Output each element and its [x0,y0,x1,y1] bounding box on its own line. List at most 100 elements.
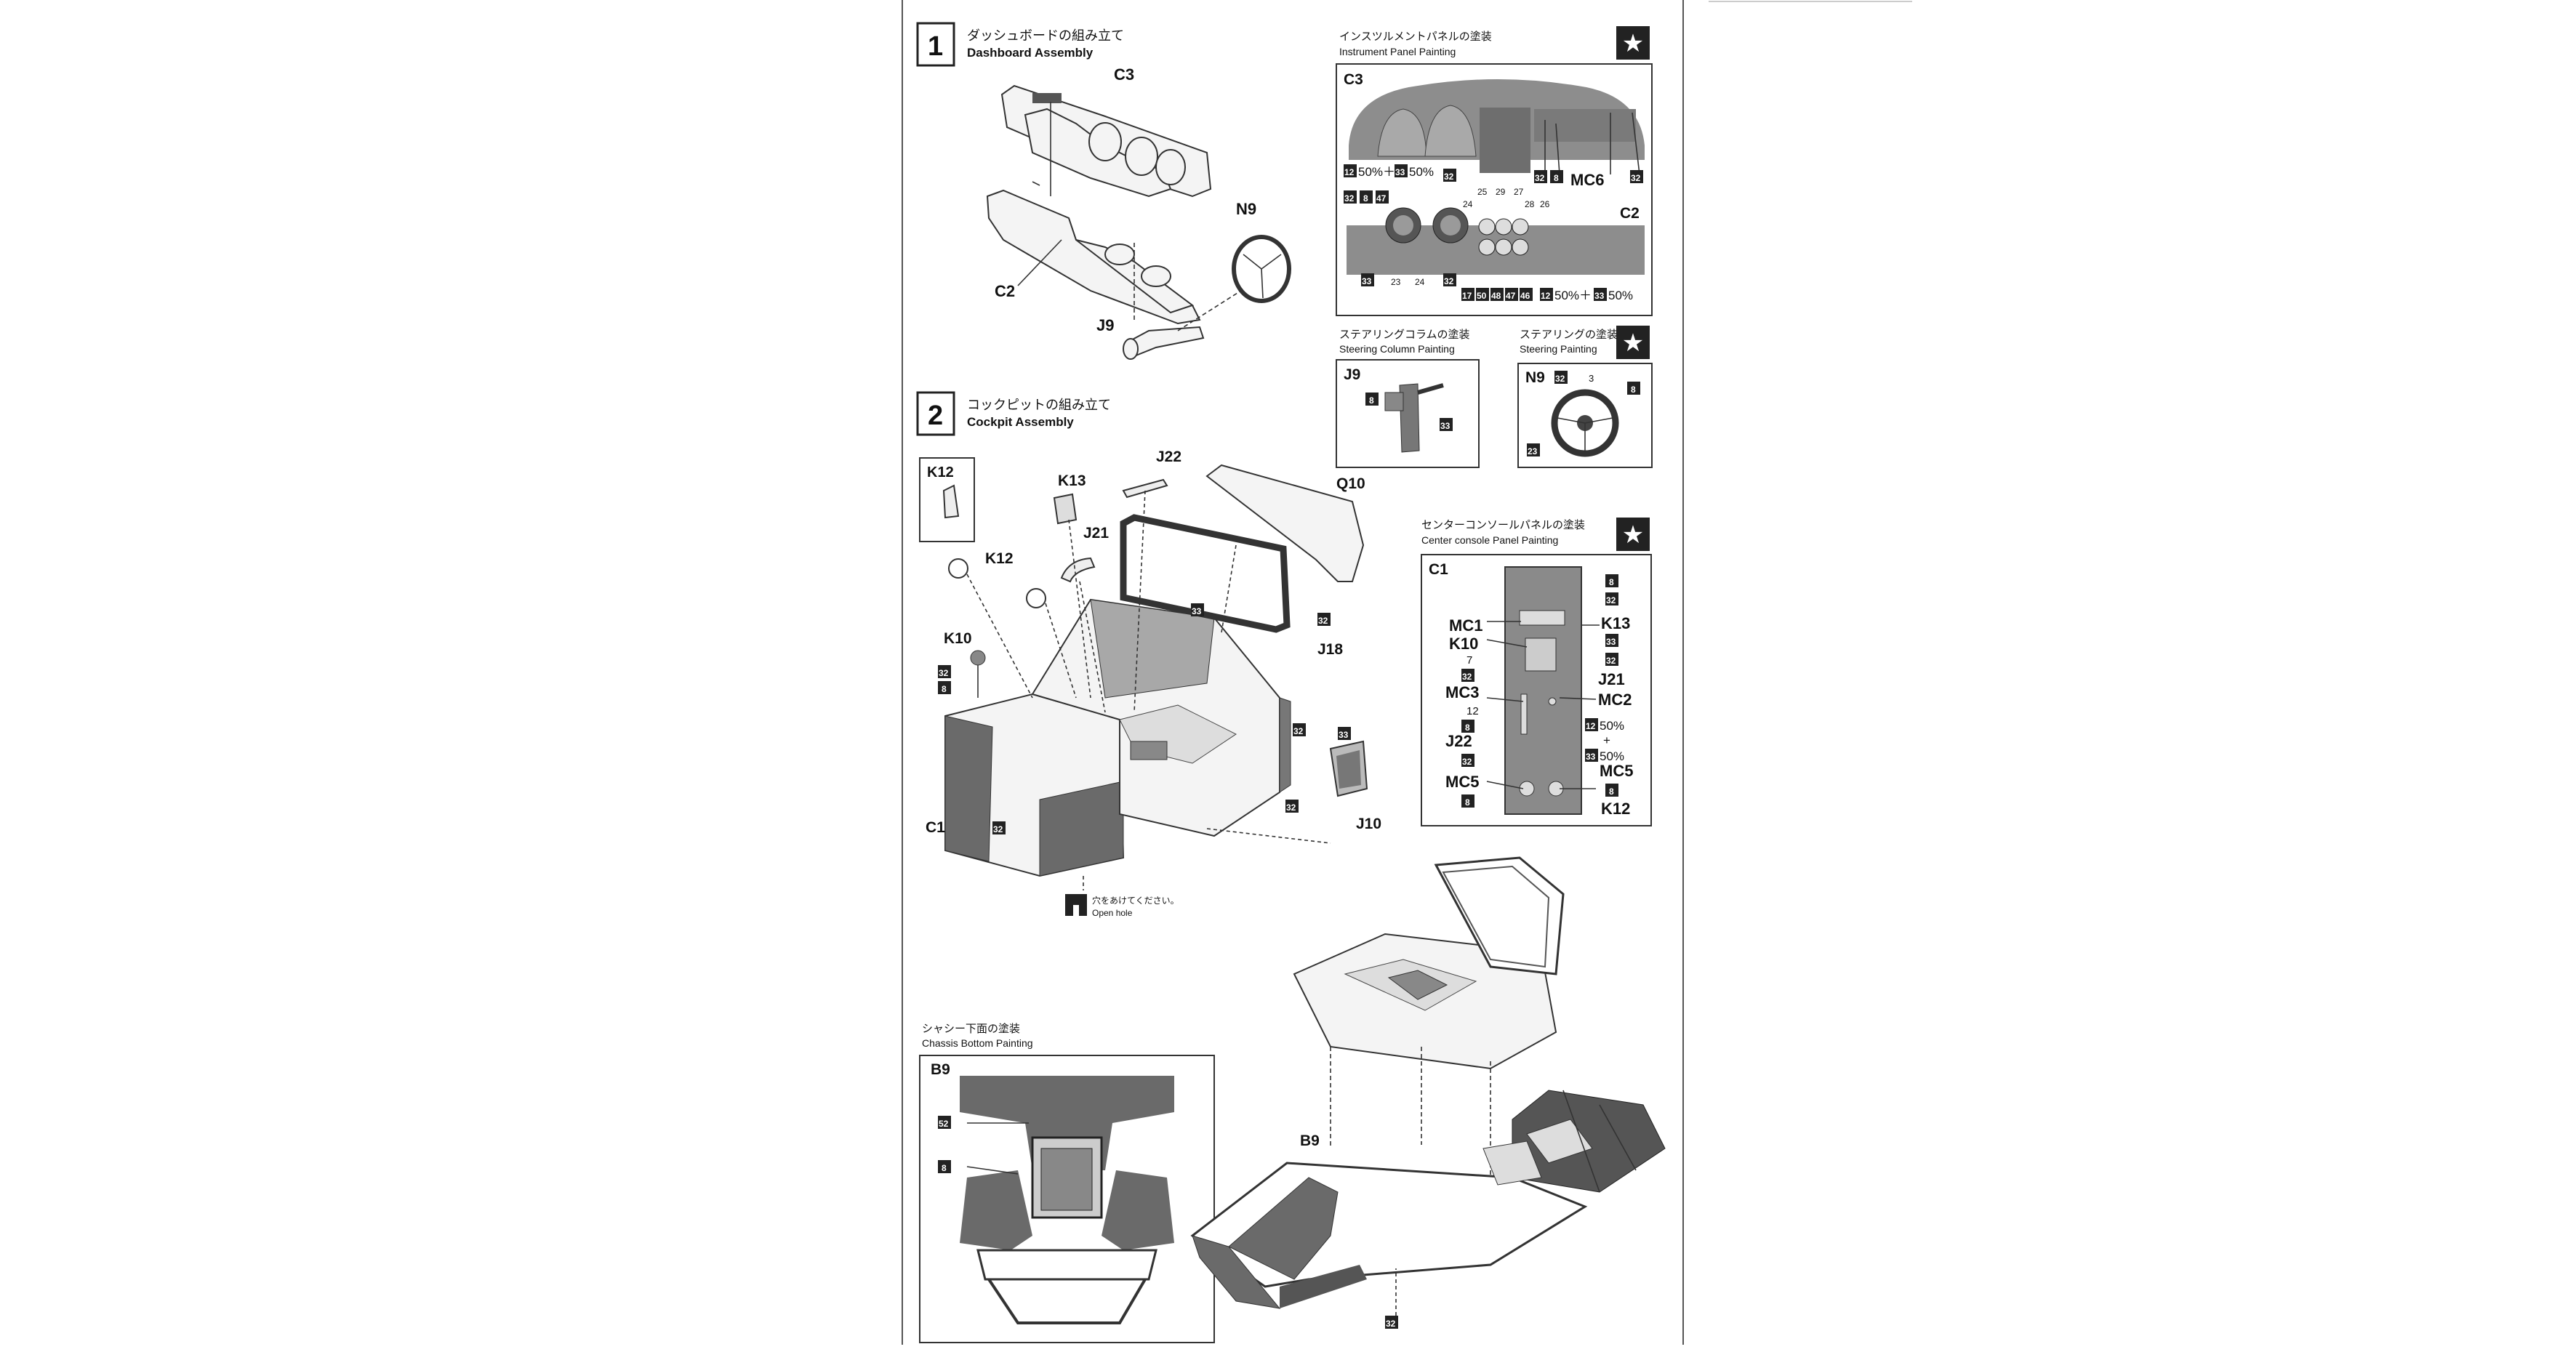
ip-code-24-a: 24 [1415,277,1425,287]
svg-text:12: 12 [1586,721,1596,731]
ip-tag-33-bottom: 33 [1594,288,1607,301]
cp-tag-32-c: 32 [1293,723,1306,736]
cc-plus: + [1603,733,1610,747]
cc-tag-33-b: 33 [1585,749,1598,762]
steering-column-title-en: Steering Column Painting [1339,343,1455,355]
part-c2-label: C2 [995,282,1015,300]
svg-text:8: 8 [1609,577,1614,587]
ip-tag-33-top: 33 [1395,164,1408,177]
ip-code-29: 29 [1496,187,1506,197]
svg-text:32: 32 [1535,173,1545,183]
part-k10-label: K10 [944,630,972,647]
ca-part-label: B9 [1300,1132,1320,1149]
svg-text:32: 32 [1318,616,1328,626]
ip-code-23: 23 [1391,277,1401,287]
ip-c3-label: C3 [1344,71,1363,88]
steering-title-jp: ステアリングの塗装 [1520,328,1618,341]
svg-text:12: 12 [1344,167,1355,177]
svg-text:8: 8 [1554,173,1559,183]
sc-part-label: J9 [1344,366,1360,383]
st-tag-23: 23 [1527,443,1540,456]
ip-tag-32-c: 32 [1630,170,1643,183]
part-j18-label: J18 [1317,641,1343,658]
svg-text:8: 8 [1609,786,1614,797]
svg-text:32: 32 [1555,374,1565,384]
ip-tag-32-d: 32 [1344,190,1357,204]
steering-column-box: ステアリングコラムの塗装 Steering Column Painting [1336,328,1480,468]
svg-text:8: 8 [1465,797,1470,808]
k12-inset-part [942,484,960,519]
cc-code-12: 12 [1466,705,1479,717]
svg-text:32: 32 [1444,276,1454,286]
open-hole-note: 穴をあけてください。 Open hole [1065,894,1179,918]
star-icon-2: ★ [1622,329,1644,357]
svg-text:33: 33 [1594,291,1605,301]
chassis-bottom-title-jp: シャシー下面の塗装 [922,1022,1020,1035]
cc-tag-32-a: 32 [1605,592,1618,605]
cp-tag-32-a: 32 [938,665,951,678]
svg-text:52: 52 [939,1119,949,1129]
ip-tag-32-e: 32 [1443,273,1456,286]
cp-tag-33-a: 33 [1191,603,1204,616]
cc-mc5: MC5 [1445,773,1479,791]
cc-tag-33-a: 33 [1605,634,1618,647]
step-1-header: 1 ダッシュボードの組み立て Dashboard Assembly [916,22,1124,67]
cc-part-label: C1 [1429,561,1448,578]
svg-text:32: 32 [1444,172,1454,182]
instruction-sheet [902,0,1684,1345]
cc-tag-12: 12 [1585,718,1598,731]
cp-tag-32-e: 32 [1285,800,1299,813]
cp-tag-33-b: 33 [1338,727,1351,740]
ip-code-24-b: 24 [1463,199,1473,209]
ip-tag-33-b: 33 [1361,273,1374,286]
step-2-title-jp: コックピットの組み立て [967,398,1111,412]
part-j9-label: J9 [1096,316,1114,334]
cockpit-drawing [944,464,1368,890]
cc-tag-8-b: 8 [1461,720,1474,733]
svg-text:47: 47 [1506,291,1516,301]
svg-text:50: 50 [1477,291,1487,301]
ip-tag-17: 17 [1461,288,1474,301]
chassis-assembly-drawing [1190,856,1666,1316]
ip-code-25: 25 [1477,187,1488,197]
ip-code-28: 28 [1525,199,1535,209]
ip-mix-top-b: 50% [1409,165,1434,179]
svg-text:8: 8 [1631,385,1636,395]
open-hole-jp: 穴をあけてください。 [1092,895,1179,906]
step-2-title-en: Cockpit Assembly [967,415,1074,429]
svg-text:32: 32 [939,668,949,678]
cc-mc1: MC1 [1449,616,1482,635]
ip-tag-12-top: 12 [1344,164,1357,177]
ip-tag-8-a: 8 [1550,170,1563,183]
part-j22-label: J22 [1156,448,1181,465]
svg-text:32: 32 [1606,595,1616,605]
svg-text:8: 8 [1465,723,1470,733]
steering-box: ステアリングの塗装 Steering Painting ★ [1517,326,1653,468]
part-j10-label: J10 [1356,816,1381,832]
ca-tag-32: 32 [1385,1316,1398,1329]
instrument-panel-title-en: Instrument Panel Painting [1339,46,1456,57]
cc-tag-8-a: 8 [1605,574,1618,587]
ip-tag-47-b: 47 [1505,288,1518,301]
instrument-panel-title-jp: インスツルメントパネルの塗装 [1339,30,1492,43]
dashboard-drawing [986,84,1291,360]
ip-c2-label: C2 [1620,205,1640,222]
svg-text:32: 32 [993,824,1003,834]
svg-text:12: 12 [1541,291,1551,301]
cc-tag-8-c: 8 [1461,794,1474,808]
steering-title-en: Steering Painting [1520,343,1597,355]
ip-tag-46: 46 [1520,288,1533,301]
svg-text:17: 17 [1462,291,1472,301]
part-k12-label: K12 [985,550,1014,567]
st-tag-8: 8 [1627,382,1640,395]
svg-text:32: 32 [1462,672,1472,682]
svg-text:23: 23 [1528,446,1538,456]
instrument-panel-box: インスツルメントパネルの塗装 Instrument Panel Painting… [1336,26,1653,316]
svg-text:8: 8 [1363,193,1368,204]
svg-text:32: 32 [1344,193,1355,204]
cb-tag-52: 52 [938,1116,951,1129]
chassis-bottom-title-en: Chassis Bottom Painting [922,1037,1033,1049]
ip-tag-8-b: 8 [1360,190,1373,204]
ip-mix-top: 50%＋ [1358,165,1395,179]
cc-tag-32-c: 32 [1461,669,1474,682]
